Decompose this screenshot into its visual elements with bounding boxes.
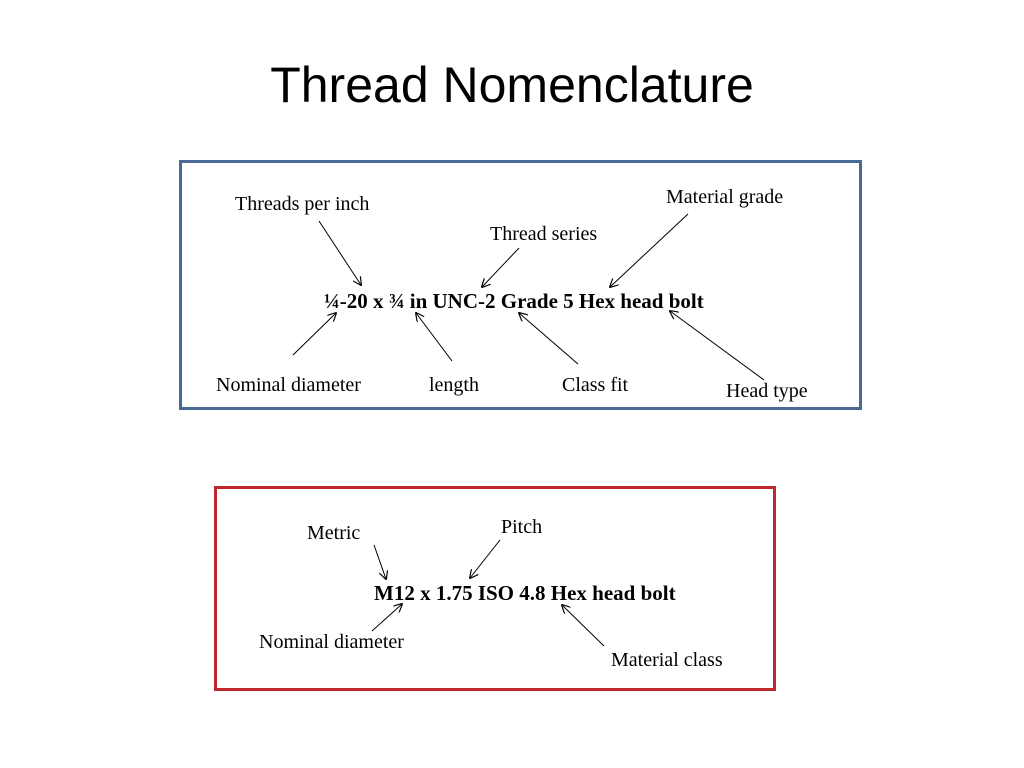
- label-metric-nominal-diameter: Nominal diameter: [259, 631, 404, 653]
- label-head-type: Head type: [726, 380, 808, 402]
- label-pitch: Pitch: [501, 516, 543, 538]
- label-metric: Metric: [307, 522, 361, 544]
- label-nominal-diameter: Nominal diameter: [216, 374, 361, 396]
- label-material-class: Material class: [611, 649, 723, 671]
- label-threads-per-inch: Threads per inch: [235, 193, 370, 215]
- label-thread-series: Thread series: [490, 223, 598, 245]
- metric-example-box: [214, 486, 776, 691]
- slide-title: Thread Nomenclature: [270, 57, 754, 113]
- label-class-fit: Class fit: [562, 374, 629, 396]
- label-material-grade: Material grade: [666, 186, 784, 208]
- metric-spec-designation: M12 x 1.75 ISO 4.8 Hex head bolt: [374, 581, 676, 605]
- label-length: length: [429, 374, 479, 396]
- imperial-spec-designation: ¼-20 x ¾ in UNC-2 Grade 5 Hex head bolt: [324, 289, 704, 313]
